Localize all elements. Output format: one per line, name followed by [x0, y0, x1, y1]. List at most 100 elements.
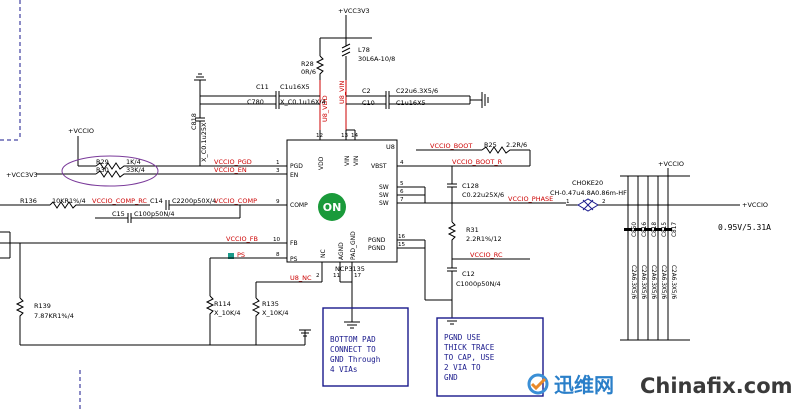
vccio-right-label: +VCCIO	[658, 160, 684, 168]
r135-ref: R135	[262, 300, 279, 308]
out-cap-value-1: C2A6.3X5/6	[640, 265, 646, 300]
pin-bottom-num-1: 11	[333, 273, 341, 279]
watermark: 迅维网 Chinafix.com	[527, 373, 793, 398]
choke-pin1: 1	[566, 199, 570, 205]
net-vccio-en: VCCIO_EN	[214, 166, 247, 174]
l78-ref: L78	[358, 46, 370, 54]
out-cap-plate-1	[634, 228, 642, 231]
c780-value: X_C0.1u16X/4	[280, 98, 326, 106]
c11-ref: C11	[256, 83, 269, 91]
c10-ref: C10	[362, 99, 375, 107]
watermark-logo-icon	[527, 373, 549, 395]
pin-left-num-4: 8	[276, 252, 280, 258]
c15-value: C100p50N/4	[134, 210, 175, 218]
pin-left-name-2: COMP	[290, 202, 308, 209]
pin-top-name-2: VIN	[353, 156, 360, 166]
pin-left-name-0: PGD	[290, 163, 303, 170]
c2-ref: C2	[362, 87, 371, 95]
c12-value: C1000p50N/4	[456, 280, 501, 288]
pin-left-num-2: 9	[276, 199, 280, 205]
net-vccio-phase: VCCIO_PHASE	[508, 195, 553, 203]
ps-marker	[228, 253, 234, 259]
on-semi-logo	[318, 193, 346, 221]
out-cap-plate-2	[644, 228, 652, 231]
c128-ref: C128	[462, 182, 479, 190]
r30-resistor	[95, 170, 160, 178]
net-vccio-comp: VCCIO_COMP	[214, 197, 257, 205]
pin-left-name-3: FB	[290, 240, 298, 247]
note-pgnd-line-4: GND	[444, 373, 458, 382]
pin-bottom-name-1: AGND	[338, 242, 345, 260]
pin-right-num-1: 5	[400, 181, 404, 187]
out-cap-plate-0	[624, 228, 632, 231]
r25-resistor	[481, 146, 530, 154]
choke-cross	[582, 199, 594, 211]
pin-top-num-1: 13	[341, 133, 349, 139]
r31-value: 2.2R1%/12	[466, 235, 502, 243]
net-vccio-rc: VCCIO_RC	[470, 251, 503, 259]
r135-resistor	[251, 297, 261, 345]
r30-value: 33K/4	[126, 166, 145, 174]
note-pgnd-line-2: TO CAP, USE	[444, 353, 495, 362]
pin-right-num-2: 6	[400, 189, 404, 195]
c11-value: C1u16X5	[280, 83, 310, 91]
out-cap-ref-2: C818	[652, 222, 658, 237]
r139-resistor	[15, 297, 25, 345]
net-ps: PS	[237, 251, 245, 259]
r31-resistor	[447, 221, 457, 255]
note-bottom-pad-line-1: CONNECT TO	[330, 345, 376, 354]
r29-ref: R29	[96, 158, 109, 166]
out-cap-plate-3	[654, 228, 662, 231]
note-box-pgnd	[436, 317, 544, 397]
choke-pin2: 2	[602, 199, 606, 205]
net-u8-vdd: U8_VDD	[321, 95, 329, 122]
pin-bottom-num-2: 17	[354, 273, 362, 279]
pin-right-name-4: PGND	[368, 237, 386, 244]
c15-ref: C15	[112, 210, 125, 218]
net-u8-nc: U8_NC	[290, 274, 312, 282]
net-vccio-pgd: VCCIO_PGD	[214, 158, 252, 166]
r25-value: 2.2R/6	[506, 141, 527, 149]
pin-left-name-4: PS	[290, 256, 298, 263]
watermark-cn: 迅维网	[554, 373, 614, 397]
vcc3v3-left-label: +VCC3V3	[6, 171, 38, 179]
pin-bottom-num-0: 2	[316, 273, 320, 279]
r136-value: 10KR1%/4	[52, 197, 86, 205]
r136-resistor	[49, 201, 150, 209]
pin-top-num-0: 12	[316, 133, 323, 139]
out-cap-plate-4	[664, 228, 672, 231]
pin-right-name-0: VBST	[371, 163, 387, 170]
net-vccio-boot: VCCIO_BOOT	[430, 142, 472, 150]
chip-ref: U8	[386, 143, 395, 151]
r25-ref: R25	[484, 141, 497, 149]
note-bottom-pad-line-2: GND Through	[330, 355, 380, 364]
c12-ref: C12	[462, 270, 475, 278]
c818-value: X_C0.1u25X	[200, 122, 208, 162]
pin-left-num-0: 1	[276, 160, 280, 166]
c128-value: C0.22u25X/6	[462, 191, 504, 199]
out-cap-value-3: C2A6.3X5/6	[660, 265, 666, 300]
out-cap-value-4: C2A6.3X5/6	[670, 265, 676, 300]
c780-ref: C780	[247, 98, 264, 106]
r28-value: 0R/6	[301, 68, 316, 76]
pin-top-num-2: 14	[351, 133, 359, 139]
pin-right-num-4: 16	[398, 234, 406, 240]
net-vccio-boot-r: VCCIO_BOOT_R	[452, 158, 503, 166]
r30-ref: R30	[96, 166, 109, 174]
note-bottom-pad-line-3: 4 VIAs	[330, 365, 357, 374]
net-vccio-comp-rc: VCCIO_COMP_RC	[92, 197, 147, 205]
l78-inductor	[341, 38, 351, 80]
out-cap-ref-3: C815	[662, 222, 668, 237]
pin-right-name-3: SW	[379, 200, 389, 207]
pin-right-name-2: SW	[379, 192, 389, 199]
pin-right-name-1: SW	[379, 184, 389, 191]
choke-value: CH-0.47u4.8A0.86m-HF	[550, 189, 627, 197]
out-cap-ref-0: C850	[632, 222, 638, 237]
pin-right-num-0: 4	[400, 160, 404, 166]
chip-part: NCP3135	[335, 265, 365, 273]
pin-top-name-0: VDD	[318, 156, 325, 170]
pin-right-num-3: 7	[400, 197, 404, 203]
out-cap-ref-4: C817	[672, 222, 678, 237]
r139-value: 7.87KR1%/4	[34, 312, 74, 320]
